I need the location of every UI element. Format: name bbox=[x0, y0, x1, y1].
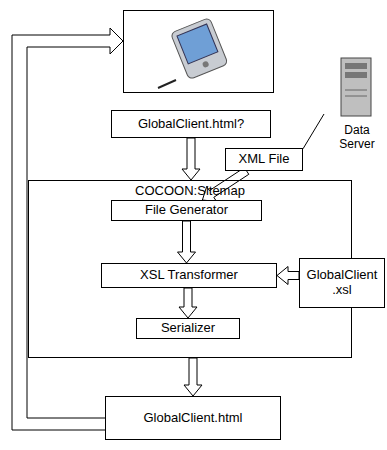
node-text: XSL Transformer bbox=[138, 268, 240, 283]
node-text: Serializer bbox=[159, 321, 217, 336]
node-text: File Generator bbox=[143, 203, 230, 218]
server-bay bbox=[345, 72, 367, 78]
server-case bbox=[341, 58, 371, 116]
stylesheet-box: GlobalClient .xsl bbox=[299, 258, 385, 308]
node-text: GlobalClient.html? bbox=[136, 117, 246, 132]
server-bay bbox=[345, 63, 367, 69]
process-box: XSL Transformer bbox=[101, 263, 277, 288]
process-box: File Generator bbox=[111, 200, 262, 221]
connector-arrow bbox=[178, 221, 196, 263]
connector-arrow bbox=[184, 358, 202, 396]
node-text: Data Server bbox=[324, 124, 387, 152]
connector-arrow bbox=[182, 138, 200, 180]
server-slot bbox=[345, 96, 367, 97]
node-text: COCOON:Sitemap bbox=[133, 184, 247, 199]
node-text: GlobalClient .xsl bbox=[300, 268, 384, 298]
request-box: GlobalClient.html? bbox=[111, 110, 271, 138]
node-text: XML File bbox=[237, 152, 292, 167]
file-box: XML File bbox=[225, 148, 303, 171]
process-box: Serializer bbox=[136, 318, 240, 339]
pda-icon bbox=[170, 18, 228, 80]
pda-screen bbox=[177, 24, 218, 64]
connector-arrow bbox=[179, 288, 197, 318]
connector-arrow bbox=[277, 267, 299, 285]
node-text: GlobalClient.html bbox=[142, 411, 245, 426]
pda-button bbox=[202, 60, 210, 68]
server-slot bbox=[345, 90, 367, 91]
stylus bbox=[158, 80, 176, 88]
pda-body bbox=[170, 18, 228, 80]
server-icon bbox=[341, 58, 371, 116]
response-box: GlobalClient.html bbox=[105, 396, 281, 440]
connector-arrow bbox=[303, 114, 324, 149]
server-label: Data Server bbox=[324, 116, 387, 152]
device-frame bbox=[124, 11, 274, 93]
